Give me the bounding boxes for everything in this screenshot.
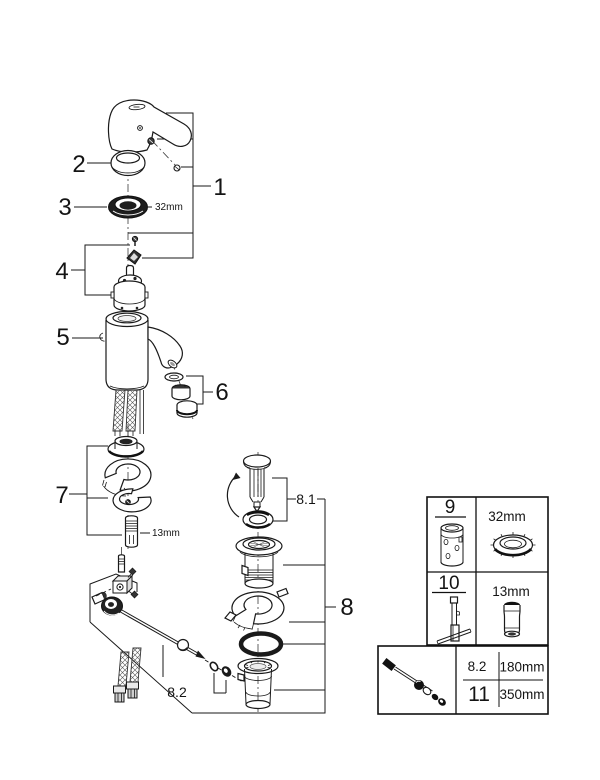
- aerator: [164, 372, 198, 418]
- table-size-32mm: 32mm: [488, 509, 526, 524]
- body-hook: [99, 332, 105, 342]
- table-ref-11: 11: [468, 683, 490, 706]
- callout-brackets: [69, 112, 336, 714]
- handle-adapter-parts: [126, 235, 142, 265]
- callout-8: 8: [340, 594, 353, 621]
- table-ref-8-2: 8.2: [468, 659, 487, 674]
- table-item-9: 9: [445, 497, 456, 518]
- lever-handle: [107, 99, 192, 153]
- serrated-ring-32mm: [490, 532, 536, 558]
- callout-4: 4: [55, 258, 68, 285]
- supply-hoses: [112, 389, 144, 436]
- drain-o-ring: [238, 631, 284, 657]
- plug-o-ring: [242, 510, 274, 529]
- supply-hose-ends: [113, 647, 142, 703]
- drain-plug: [226, 454, 272, 518]
- aerator-core: [171, 384, 191, 401]
- socket-13mm: [503, 601, 521, 638]
- mounting-set: [102, 435, 152, 548]
- table-length-350mm: 350mm: [499, 687, 544, 702]
- table-size-13mm: 13mm: [492, 584, 530, 599]
- table-length-180mm: 180mm: [499, 660, 544, 675]
- rod-o-ring: [209, 661, 219, 672]
- popup-rod-11: [382, 658, 446, 706]
- mounting-stud-13mm: [124, 515, 139, 548]
- dimension-escutcheon: 32mm: [155, 202, 183, 213]
- callout-6: 6: [215, 379, 228, 406]
- callout-3: 3: [58, 194, 71, 221]
- callout-5: 5: [56, 324, 69, 351]
- faucet-body: [99, 310, 183, 391]
- escutcheon-ring-32mm: [108, 195, 148, 219]
- dimension-stud: 13mm: [152, 528, 180, 539]
- callout-8-1: 8.1: [296, 491, 316, 507]
- pivot-grommet: [101, 596, 123, 616]
- pivot-rod: [119, 609, 206, 659]
- drain-tailpiece: [237, 657, 279, 710]
- handle-cap-ring: [110, 149, 146, 177]
- popup-linkage: [91, 554, 243, 682]
- callout-2: 2: [72, 151, 85, 178]
- rod-washer: [221, 666, 232, 677]
- handle-set-screws: [147, 137, 181, 172]
- aerator-shell: [176, 400, 198, 418]
- stud-lower: [117, 554, 126, 573]
- callout-7: 7: [55, 482, 68, 509]
- callout-1: 1: [213, 174, 226, 201]
- cartridge: [110, 264, 149, 312]
- spout: [147, 326, 183, 369]
- table-item-10: 10: [438, 573, 459, 594]
- cartridge-tool-9: [440, 523, 464, 567]
- drain-flange: [235, 536, 283, 589]
- drain-horseshoe-bracket: [224, 587, 289, 631]
- service-parts-table: 9 32mm 10: [377, 496, 549, 715]
- rod-clamp-block: [111, 567, 139, 599]
- rotation-arrow: [226, 475, 240, 518]
- horseshoe-washer: [112, 488, 152, 513]
- stud-key-tool-10: [436, 596, 472, 645]
- callout-8-2: 8.2: [167, 684, 187, 700]
